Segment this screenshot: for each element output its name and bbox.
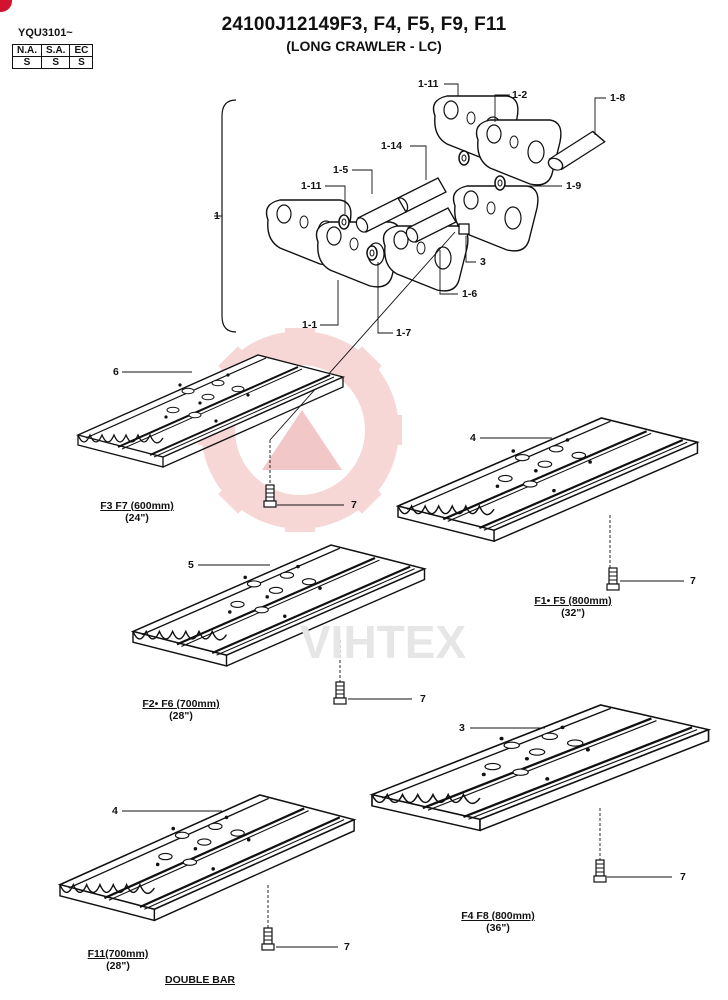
caption-shoe-4-inch: (32") [561, 607, 585, 619]
caption-double-bar-note: DOUBLE BAR [150, 974, 250, 986]
callout-seal-top: 1-11 [418, 78, 439, 90]
applicability-value-na: S [12, 56, 42, 69]
caption-shoe-6: F3 F7 (600mm) (24") [82, 500, 192, 524]
seal-ring-left [338, 214, 350, 230]
callout-shoe-4-double-bar: 4 [112, 805, 118, 817]
shoe-plate-3 [370, 703, 710, 832]
bolt-7-shoe-3 [593, 859, 607, 883]
caption-shoe-6-size: F3 F7 (600mm) [100, 500, 174, 512]
watermark-gear-icon [198, 328, 402, 532]
caption-shoe-3-inch: (36") [486, 922, 510, 934]
caption-shoe-double-bar-inch: (28") [106, 960, 130, 972]
callout-shoe-5: 5 [188, 559, 194, 571]
caption-shoe-double-bar-size: F11(700mm) [87, 948, 149, 960]
callout-bushing: 1-6 [462, 288, 478, 300]
callout-pin: 1-14 [381, 140, 403, 152]
callout-shoe-4: 4 [470, 432, 476, 444]
page-subtitle: (LONG CRAWLER - LC) [286, 38, 442, 54]
callout-nut: 3 [480, 256, 486, 268]
ring-1-7 [366, 245, 378, 261]
serial-range: YQU3101~ [18, 27, 73, 39]
shoe-plate-4-double-bar [58, 793, 356, 922]
applicability-value-sa: S [40, 56, 71, 69]
spacer-ring [494, 175, 506, 191]
caption-shoe-3-size: F4 F8 (800mm) [461, 910, 535, 922]
callout-assembly: 1 [214, 210, 220, 222]
caption-shoe-5-inch: (28") [169, 710, 193, 722]
callout-bushing-master: 1-5 [333, 164, 349, 176]
shoe-plate-4 [396, 416, 699, 543]
callout-bolt-shoe-3: 7 [680, 871, 686, 883]
page-title: 24100J12149F3, F4, F5, F9, F11 [221, 14, 507, 35]
caption-shoe-5: F2• F6 (700mm) (28") [126, 698, 236, 722]
callout-spacer: 1-9 [566, 180, 582, 192]
caption-shoe-3: F4 F8 (800mm) (36") [443, 910, 553, 934]
link-1-2 [475, 119, 562, 186]
applicability-table: N.A. S.A. EC S S S [12, 44, 94, 69]
callout-bolt-shoe-4: 7 [690, 575, 696, 587]
callout-seal-left: 1-11 [301, 180, 322, 192]
callout-shoe-6: 6 [113, 366, 119, 378]
nut-3 [458, 223, 470, 235]
caption-shoe-5-size: F2• F6 (700mm) [142, 698, 220, 710]
caption-shoe-6-inch: (24") [125, 512, 149, 524]
caption-shoe-4: F1• F5 (800mm) (32") [518, 595, 628, 619]
applicability-value-ec: S [69, 56, 94, 69]
callout-pin-master: 1-8 [610, 92, 626, 104]
bolt-7-double-bar [261, 927, 275, 951]
callout-bolt-double-bar: 7 [344, 941, 350, 953]
callout-shoe-3: 3 [459, 722, 465, 734]
callout-bolt-shoe-5: 7 [420, 693, 426, 705]
caption-shoe-4-size: F1• F5 (800mm) [534, 595, 612, 607]
callout-ring: 1-7 [396, 327, 412, 339]
bolt-7-shoe-4 [606, 567, 620, 591]
callout-bolt-shoe-6: 7 [351, 499, 357, 511]
caption-shoe-double-bar: F11(700mm) (28") [68, 948, 168, 972]
watermark-text: VIHTEX [300, 616, 466, 668]
callout-link-left: 1-1 [302, 319, 318, 331]
callout-link-right: 1-2 [512, 89, 528, 101]
double-bar-note: DOUBLE BAR [165, 974, 235, 986]
bolt-7-shoe-6 [263, 484, 277, 508]
seal-ring-top [458, 150, 470, 166]
bolt-7-shoe-5 [333, 681, 347, 705]
